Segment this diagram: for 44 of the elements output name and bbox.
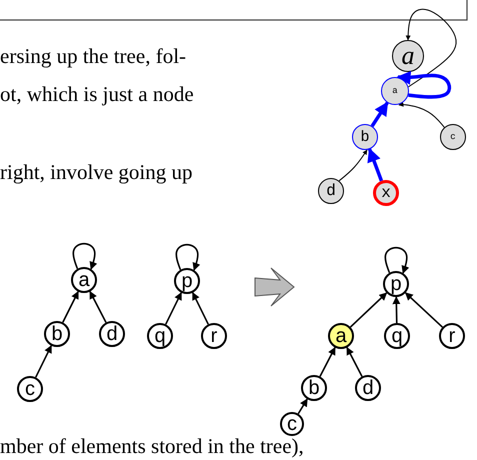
arrow (72, 242, 98, 270)
arrow (62, 290, 79, 323)
arrow (406, 8, 457, 88)
tree-node: x (373, 180, 399, 206)
arrow (298, 398, 308, 414)
arrow (346, 346, 363, 377)
tree-node: a (328, 323, 354, 349)
text-line: right, involve going up (0, 162, 192, 183)
tree-node: a (392, 40, 424, 72)
tree-node: p (383, 271, 409, 297)
tree-node: a (381, 77, 409, 105)
arrow (35, 344, 52, 378)
tree-node: b (301, 375, 327, 401)
tree-node: a (71, 267, 97, 293)
arrow (176, 244, 200, 271)
arrow (350, 292, 388, 328)
arrow (396, 70, 452, 99)
tree-node: b (352, 124, 378, 150)
tree-node: q (147, 323, 173, 349)
tree-node: d (99, 321, 125, 347)
arrow (392, 296, 400, 324)
tree-node: c (440, 124, 466, 150)
arrow (89, 290, 107, 323)
arrow (319, 346, 336, 377)
text-line: ersing up the tree, fol- (0, 46, 186, 67)
tree-node: p (174, 268, 200, 294)
arrow (192, 292, 209, 325)
arrow (338, 150, 368, 182)
tree-node: c (280, 412, 304, 436)
arrow (398, 102, 445, 128)
arrow (367, 148, 384, 182)
tree-node: r (439, 323, 465, 349)
tree-node: r (201, 323, 227, 349)
text-line: ot, which is just a node (0, 84, 194, 105)
arrow (165, 292, 182, 325)
text-line: mber of elements stored in the tree), (0, 436, 304, 457)
arrow (370, 102, 389, 128)
arrow (384, 246, 410, 274)
tree-node: d (355, 375, 381, 401)
tree-node: b (44, 321, 70, 347)
tree-node: q (384, 323, 410, 349)
tree-node: c (17, 376, 43, 402)
tree-node: d (318, 178, 344, 204)
arrow (404, 292, 444, 328)
